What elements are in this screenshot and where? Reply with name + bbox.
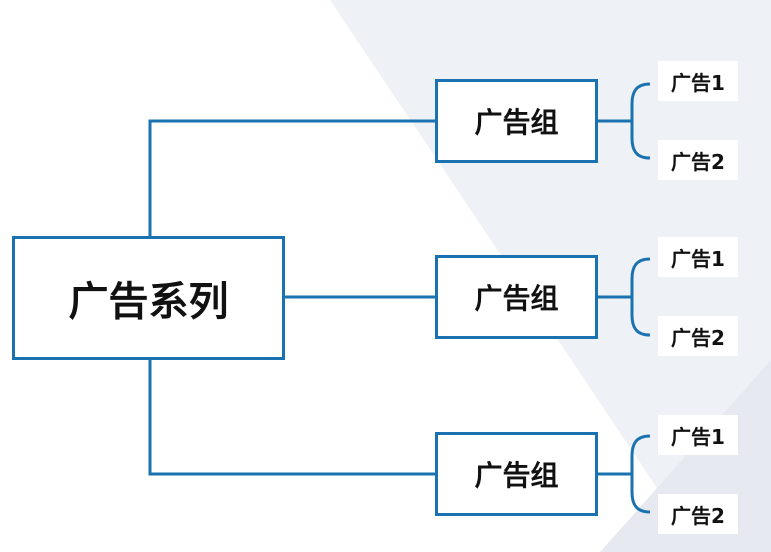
ad-leaf-label: 广告2 (671, 149, 725, 174)
ad-leaf-group-3-ad-1[interactable]: 广告1 (658, 415, 738, 455)
ad-leaf-group-3-ad-2[interactable]: 广告2 (658, 494, 738, 534)
group-node-label: 广告组 (474, 282, 559, 315)
ad-leaf-label: 广告1 (671, 70, 725, 95)
ad-leaf-label: 广告2 (671, 503, 725, 528)
root-node-label: 广告系列 (68, 279, 229, 325)
group-node-label: 广告组 (474, 459, 559, 492)
ad-leaf-group-1-ad-1[interactable]: 广告1 (658, 61, 738, 101)
group-node-label: 广告组 (474, 106, 559, 139)
ad-leaf-group-2-ad-1[interactable]: 广告1 (658, 237, 738, 277)
ad-leaf-group-1-ad-2[interactable]: 广告2 (658, 140, 738, 180)
group-node-2[interactable]: 广告组 (435, 255, 598, 339)
group-node-1[interactable]: 广告组 (435, 79, 598, 163)
ad-leaf-group-2-ad-2[interactable]: 广告2 (658, 316, 738, 356)
ad-leaf-label: 广告2 (671, 325, 725, 350)
group-node-3[interactable]: 广告组 (435, 432, 598, 516)
root-node-ad-campaign[interactable]: 广告系列 (12, 236, 285, 360)
ad-leaf-label: 广告1 (671, 246, 725, 271)
ad-leaf-label: 广告1 (671, 424, 725, 449)
